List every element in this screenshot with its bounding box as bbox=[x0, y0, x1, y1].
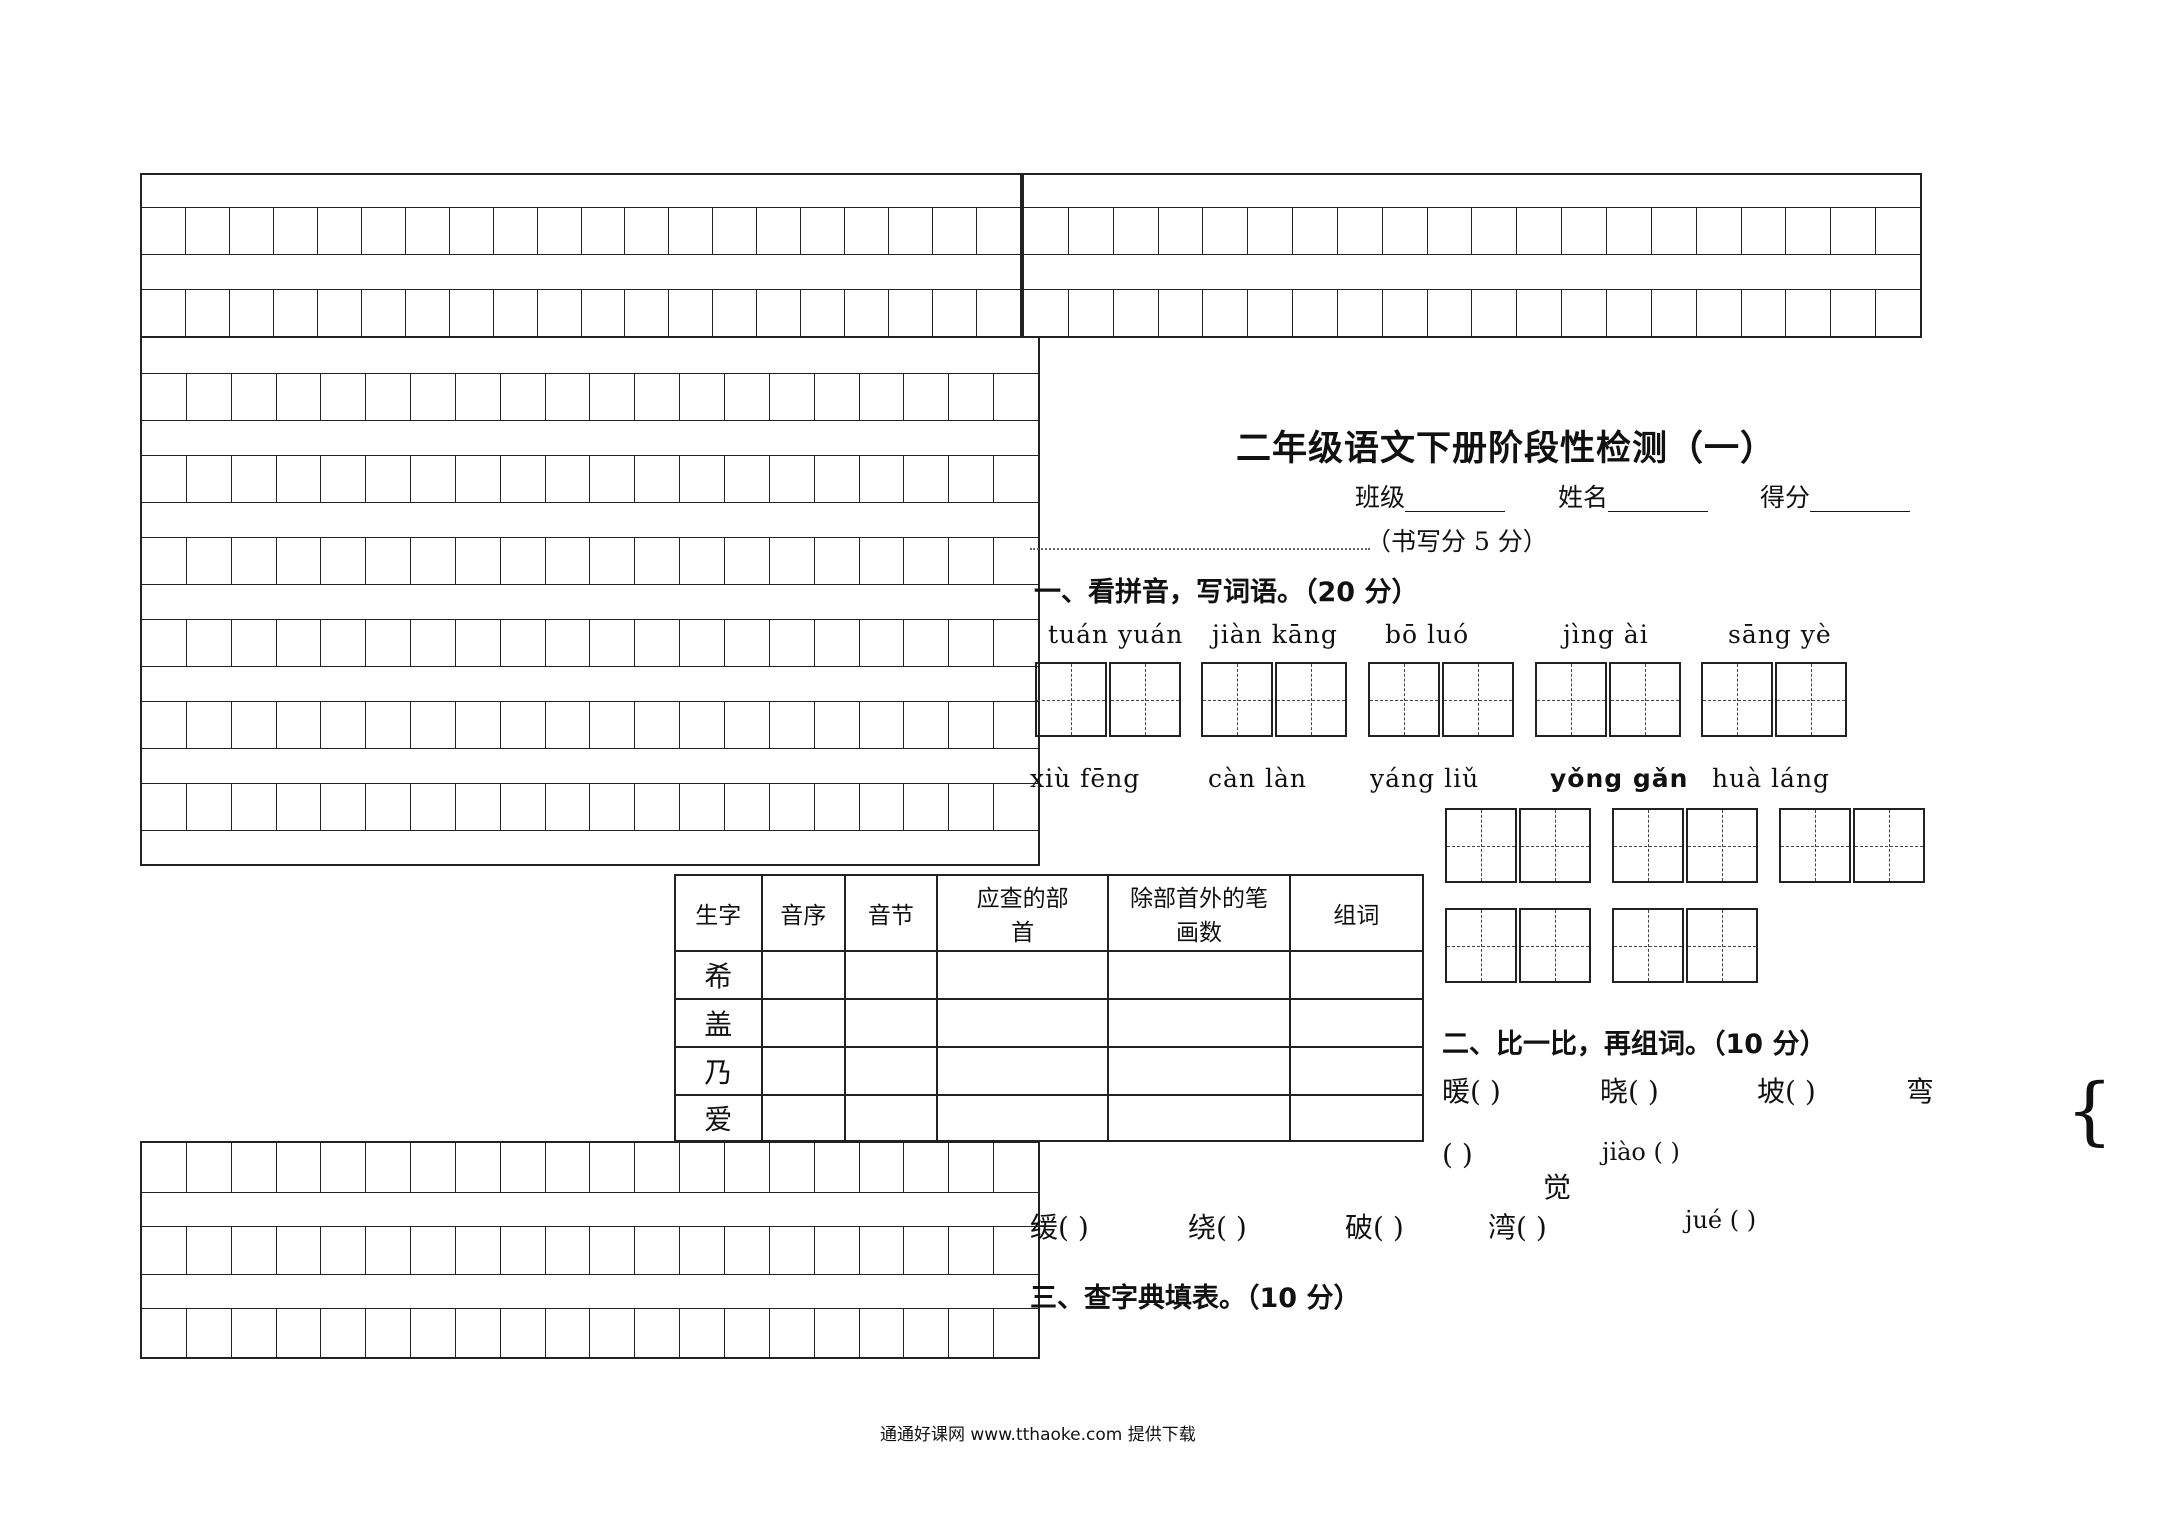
tianzige-pair[interactable] bbox=[1535, 662, 1683, 737]
grid-row bbox=[142, 289, 1020, 337]
pinyin-label: càn làn bbox=[1208, 764, 1307, 793]
writing-grid-left-bottom bbox=[140, 1141, 1040, 1359]
compare-item: ( ) bbox=[1442, 1138, 1473, 1171]
table-cell[interactable] bbox=[760, 998, 846, 1048]
pinyin-label: tuán yuán bbox=[1048, 620, 1184, 649]
compare-item: 湾( ) bbox=[1488, 1211, 1547, 1244]
tianzige-pair[interactable] bbox=[1445, 908, 1593, 983]
grid-row bbox=[1024, 207, 1920, 255]
grid-row bbox=[142, 619, 1038, 667]
grid-row bbox=[142, 701, 1038, 749]
table-char: 希 bbox=[674, 950, 763, 1000]
jiao-label: jiào ( ) bbox=[1602, 1138, 1680, 1166]
footer-credit: 通通好课网 www.tthaoke.com 提供下载 bbox=[880, 1425, 1196, 1445]
table-header: 音序 bbox=[760, 874, 846, 952]
section1-heading: 一、看拼音，写词语。（20 分） bbox=[1034, 577, 1419, 608]
writing-score-note: （书写分 5 分） bbox=[1366, 527, 1548, 556]
pinyin-label: jìng ài bbox=[1563, 620, 1649, 649]
pinyin-label: yǒng gǎn bbox=[1550, 764, 1689, 793]
brace-icon: { bbox=[2066, 1068, 2114, 1154]
grid-row bbox=[142, 373, 1038, 421]
table-cell[interactable] bbox=[760, 1046, 846, 1096]
table-header: 音节 bbox=[843, 874, 939, 952]
score-field: 得分________ bbox=[1760, 483, 1911, 512]
compare-item: 弯 bbox=[1906, 1075, 1935, 1108]
compare-item: 坡( ) bbox=[1757, 1075, 1816, 1108]
tianzige-pair[interactable] bbox=[1201, 662, 1349, 737]
table-cell[interactable] bbox=[1107, 1046, 1291, 1096]
table-cell[interactable] bbox=[1288, 1046, 1425, 1096]
grid-row bbox=[142, 1226, 1038, 1275]
table-cell[interactable] bbox=[1107, 1094, 1291, 1142]
table-header: 生字 bbox=[674, 874, 763, 952]
table-cell[interactable] bbox=[1288, 950, 1425, 1000]
pinyin-label: sāng yè bbox=[1728, 620, 1832, 649]
tianzige-pair[interactable] bbox=[1445, 808, 1593, 883]
section2-heading: 二、比一比，再组词。（10 分） bbox=[1442, 1029, 1827, 1060]
grid-row bbox=[142, 783, 1038, 831]
table-cell[interactable] bbox=[936, 1094, 1110, 1142]
grid-row bbox=[142, 537, 1038, 585]
dotted-line bbox=[1030, 548, 1370, 550]
table-header: 除部首外的笔画数 bbox=[1107, 874, 1291, 952]
table-cell[interactable] bbox=[843, 1046, 939, 1096]
tianzige-pair[interactable] bbox=[1368, 662, 1516, 737]
table-cell[interactable] bbox=[1107, 950, 1291, 1000]
table-cell[interactable] bbox=[936, 998, 1110, 1048]
table-cell[interactable] bbox=[1107, 998, 1291, 1048]
dictionary-table: 生字 音序 音节 应查的部首 除部首外的笔画数 组词 希 盖 乃 爱 bbox=[674, 874, 1425, 1142]
grid-row bbox=[142, 1143, 1038, 1193]
tianzige-pair[interactable] bbox=[1779, 808, 1927, 883]
table-cell[interactable] bbox=[936, 950, 1110, 1000]
table-cell[interactable] bbox=[843, 1094, 939, 1142]
table-char: 盖 bbox=[674, 998, 763, 1048]
compare-item: 晓( ) bbox=[1600, 1075, 1659, 1108]
writing-grid-left-middle bbox=[140, 336, 1040, 866]
pinyin-label: bō luó bbox=[1385, 620, 1470, 649]
pinyin-label: jiàn kāng bbox=[1212, 620, 1338, 649]
table-cell[interactable] bbox=[843, 998, 939, 1048]
table-cell[interactable] bbox=[936, 1046, 1110, 1096]
compare-item: 破( ) bbox=[1345, 1211, 1404, 1244]
pinyin-label: huà láng bbox=[1712, 764, 1831, 793]
writing-grid-top-left bbox=[140, 173, 1022, 338]
tianzige-pair[interactable] bbox=[1612, 908, 1760, 983]
grid-row bbox=[1024, 289, 1920, 337]
table-header: 应查的部首 bbox=[936, 874, 1110, 952]
writing-grid-top-right bbox=[1022, 173, 1922, 338]
table-header: 组词 bbox=[1288, 874, 1425, 952]
compare-item: 绕( ) bbox=[1188, 1211, 1247, 1244]
table-cell[interactable] bbox=[843, 950, 939, 1000]
tianzige-pair[interactable] bbox=[1035, 662, 1183, 737]
tianzige-pair[interactable] bbox=[1701, 662, 1849, 737]
table-char: 爱 bbox=[674, 1094, 763, 1142]
grid-row bbox=[142, 207, 1020, 255]
tianzige-pair[interactable] bbox=[1612, 808, 1760, 883]
section3-heading: 三、查字典填表。（10 分） bbox=[1030, 1283, 1361, 1314]
grid-row bbox=[142, 455, 1038, 503]
pinyin-label: yáng liǔ bbox=[1370, 764, 1480, 793]
table-cell[interactable] bbox=[1288, 1094, 1425, 1142]
class-field: 班级________ bbox=[1355, 483, 1506, 512]
page-title: 二年级语文下册阶段性检测（一） bbox=[1236, 429, 1777, 469]
table-cell[interactable] bbox=[760, 950, 846, 1000]
table-char: 乃 bbox=[674, 1046, 763, 1096]
jue-label: jué ( ) bbox=[1685, 1206, 1757, 1234]
compare-item: 暖( ) bbox=[1442, 1075, 1501, 1108]
table-cell[interactable] bbox=[760, 1094, 846, 1142]
table-cell[interactable] bbox=[1288, 998, 1425, 1048]
jue-char: 觉 bbox=[1543, 1171, 1572, 1204]
name-field: 姓名________ bbox=[1558, 483, 1709, 512]
grid-row bbox=[142, 1308, 1038, 1359]
compare-item: 缓( ) bbox=[1030, 1211, 1089, 1244]
pinyin-label: xiù fēng bbox=[1030, 764, 1141, 793]
